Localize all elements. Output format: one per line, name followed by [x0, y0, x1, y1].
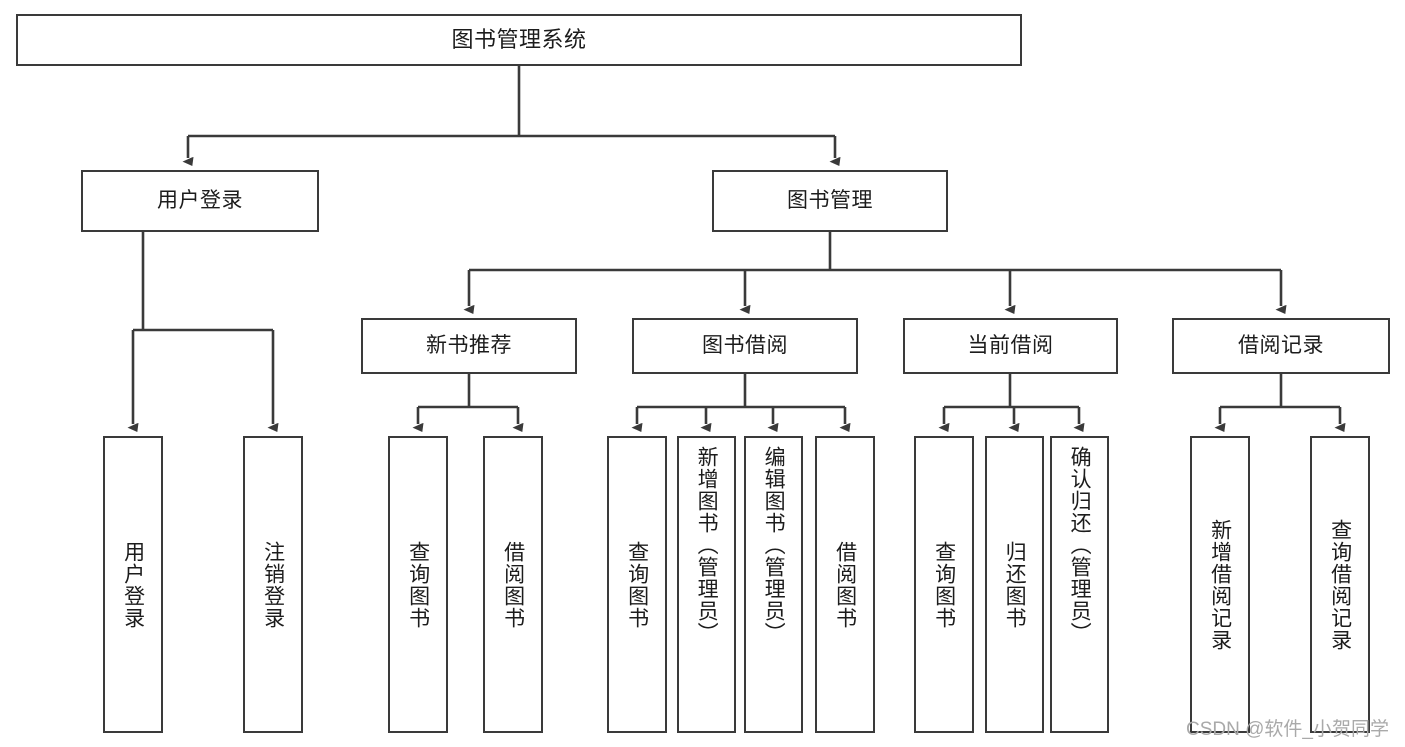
node-book-borrow[interactable]: 图书借阅: [632, 318, 858, 374]
node-leaf-borrow-book-2[interactable]: 借阅图书: [815, 436, 875, 733]
node-leaf-query-book-3-label: 查询图书: [932, 540, 956, 629]
node-leaf-edit-book-label: 编辑图书（管理员）: [762, 446, 786, 644]
node-leaf-return-book[interactable]: 归还图书: [985, 436, 1044, 733]
node-current-borrow-label: 当前借阅: [967, 333, 1054, 357]
node-leaf-query-book-2-label: 查询图书: [625, 540, 649, 629]
node-leaf-add-book[interactable]: 新增图书（管理员）: [677, 436, 736, 733]
node-leaf-add-record-label: 新增借阅记录: [1208, 518, 1232, 651]
node-leaf-return-book-label: 归还图书: [1003, 540, 1027, 629]
node-leaf-user-logout-label: 注销登录: [261, 540, 285, 629]
node-leaf-confirm-return[interactable]: 确认归还（管理员）: [1050, 436, 1109, 733]
node-leaf-add-book-label: 新增图书（管理员）: [695, 446, 719, 644]
node-book-borrow-label: 图书借阅: [702, 333, 788, 357]
node-user-login-label: 用户登录: [157, 188, 243, 212]
node-book-management[interactable]: 图书管理: [712, 170, 948, 232]
node-book-management-label: 图书管理: [787, 188, 873, 212]
node-borrow-record-label: 借阅记录: [1238, 333, 1324, 357]
node-leaf-query-record[interactable]: 查询借阅记录: [1310, 436, 1370, 733]
node-leaf-query-book-3[interactable]: 查询图书: [914, 436, 974, 733]
node-leaf-borrow-book-1[interactable]: 借阅图书: [483, 436, 543, 733]
node-leaf-borrow-book-2-label: 借阅图书: [833, 540, 857, 629]
node-new-book-recommend[interactable]: 新书推荐: [361, 318, 577, 374]
csdn-watermark: CSDN @软件_小贺同学: [1186, 719, 1389, 740]
node-user-login[interactable]: 用户登录: [81, 170, 319, 232]
node-leaf-edit-book[interactable]: 编辑图书（管理员）: [744, 436, 803, 733]
node-borrow-record[interactable]: 借阅记录: [1172, 318, 1390, 374]
node-leaf-query-book-1-label: 查询图书: [406, 540, 430, 629]
node-leaf-add-record[interactable]: 新增借阅记录: [1190, 436, 1250, 733]
node-leaf-user-login[interactable]: 用户登录: [103, 436, 163, 733]
node-root[interactable]: 图书管理系统: [16, 14, 1022, 66]
node-new-book-recommend-label: 新书推荐: [426, 333, 512, 357]
node-leaf-confirm-return-label: 确认归还（管理员）: [1068, 446, 1092, 644]
node-leaf-query-book-1[interactable]: 查询图书: [388, 436, 448, 733]
node-leaf-query-record-label: 查询借阅记录: [1328, 518, 1352, 651]
node-leaf-query-book-2[interactable]: 查询图书: [607, 436, 667, 733]
node-leaf-borrow-book-1-label: 借阅图书: [501, 540, 525, 629]
node-leaf-user-logout[interactable]: 注销登录: [243, 436, 303, 733]
node-root-label: 图书管理系统: [451, 27, 587, 53]
node-leaf-user-login-label: 用户登录: [121, 540, 145, 629]
node-current-borrow[interactable]: 当前借阅: [903, 318, 1118, 374]
